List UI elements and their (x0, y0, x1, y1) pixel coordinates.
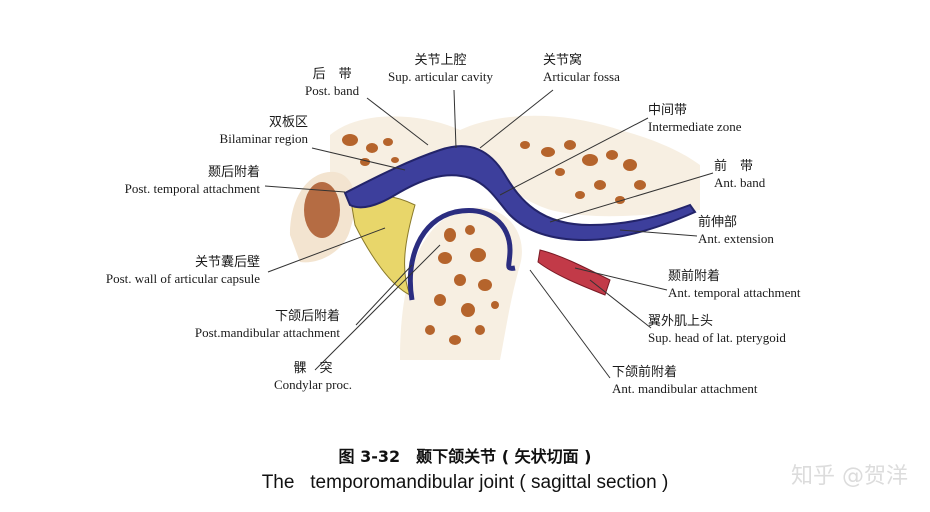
label-ant-band-en: Ant. band (714, 175, 766, 190)
label-art-fossa-en: Articular fossa (543, 69, 620, 84)
label-post-band-en: Post. band (305, 83, 360, 98)
condyle-capsule (407, 208, 516, 301)
label-post-band-zh: 后 带 (312, 67, 352, 82)
label-ant-band: 前 带 Ant. band (714, 160, 765, 189)
label-sup-pterygoid: 翼外肌上头 Sup. head of lat. pterygoid (648, 315, 786, 344)
label-post-mandibular-zh: 下颌后附着 (274, 309, 340, 324)
label-art-fossa: 关节窝 Articular fossa (543, 54, 620, 83)
label-sup-cavity-en: Sup. articular cavity (388, 69, 494, 84)
label-condylar-en: Condylar proc. (274, 377, 352, 392)
label-post-temporal: 颞后附着 Post. temporal attachment (60, 166, 260, 195)
label-ant-mandibular: 下颌前附着 Ant. mandibular attachment (612, 366, 757, 395)
label-post-temporal-en: Post. temporal attachment (124, 181, 260, 196)
label-ant-temporal-en: Ant. temporal attachment (668, 285, 801, 300)
label-ant-mandibular-en: Ant. mandibular attachment (612, 381, 758, 396)
label-bilaminar-zh: 双板区 (268, 115, 308, 130)
label-ant-temporal: 颞前附着 Ant. temporal attachment (668, 270, 800, 299)
label-intermediate: 中间带 Intermediate zone (648, 104, 741, 133)
label-sup-cavity: 关节上腔 Sup. articular cavity (388, 54, 493, 83)
label-sup-pterygoid-en: Sup. head of lat. pterygoid (648, 330, 786, 345)
label-post-wall-en: Post. wall of articular capsule (105, 271, 260, 286)
leader-lines (264, 89, 714, 379)
posterior-bone-spot (304, 182, 340, 238)
lateral-pterygoid (537, 249, 611, 296)
label-post-mandibular: 下颌后附着 Post.mandibular attachment (140, 310, 340, 339)
label-intermediate-en: Intermediate zone (648, 119, 742, 134)
tmj-illustration (264, 89, 714, 379)
label-post-wall: 关节囊后壁 Post. wall of articular capsule (40, 256, 260, 285)
label-ant-extension-zh: 前伸部 (698, 215, 738, 230)
label-art-fossa-zh: 关节窝 (543, 53, 583, 68)
label-post-wall-zh: 关节囊后壁 (194, 255, 260, 270)
bone-spots (342, 134, 646, 345)
label-post-temporal-zh: 颞后附着 (207, 165, 260, 180)
label-condylar-zh: 髁 突 (293, 361, 333, 376)
label-intermediate-zh: 中间带 (648, 103, 688, 118)
figure-caption-zh: 图 3-32 颞下颌关节 ( 矢状切面 ) (338, 447, 592, 466)
label-post-mandibular-en: Post.mandibular attachment (194, 325, 340, 340)
label-ant-mandibular-zh: 下颌前附着 (612, 365, 678, 380)
label-post-band: 后 带 Post. band (305, 68, 359, 97)
label-bilaminar: 双板区 Bilaminar region (188, 116, 308, 145)
label-sup-cavity-zh: 关节上腔 (414, 53, 467, 68)
label-sup-pterygoid-zh: 翼外肌上头 (648, 314, 714, 329)
label-bilaminar-en: Bilaminar region (219, 131, 308, 146)
watermark: 知乎 @贺洋 (791, 464, 908, 489)
label-ant-extension-en: Ant. extension (698, 231, 774, 246)
figure-caption-en: The temporomandibular joint ( sagittal s… (261, 472, 669, 493)
label-ant-extension: 前伸部 Ant. extension (698, 216, 774, 245)
label-ant-band-zh: 前 带 (714, 159, 754, 174)
label-ant-temporal-zh: 颞前附着 (668, 269, 721, 284)
articular-disc (343, 145, 697, 242)
label-condylar: 髁 突 Condylar proc. (258, 362, 368, 391)
